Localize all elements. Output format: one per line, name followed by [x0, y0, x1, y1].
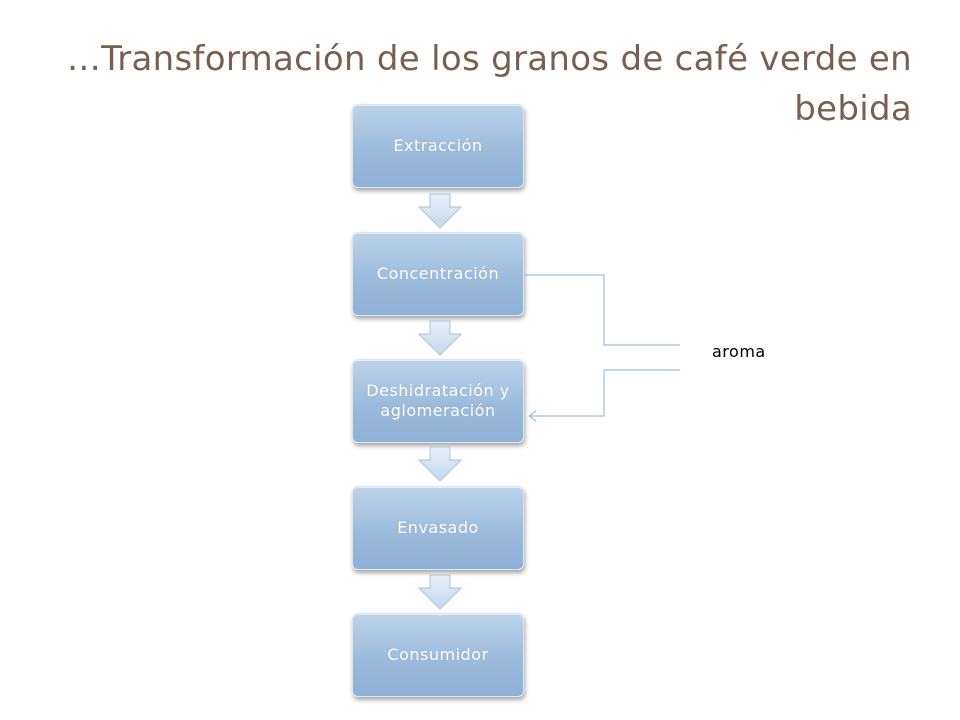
- step-deshidratacion: Deshidratación y aglomeración: [352, 359, 524, 443]
- aroma-return-line: [530, 369, 680, 417]
- down-arrow-icon: [418, 446, 462, 482]
- down-arrow-icon: [418, 320, 462, 356]
- arrowhead-left-icon: [527, 410, 537, 422]
- step-label: Consumidor: [387, 645, 489, 664]
- aroma-label: aroma: [712, 342, 766, 361]
- step-extraccion: Extracción: [352, 104, 524, 188]
- title-ellipsis: …: [66, 39, 102, 79]
- aroma-out-line: [524, 274, 680, 346]
- step-label: Envasado: [397, 518, 479, 537]
- down-arrow-icon: [418, 193, 462, 229]
- step-concentracion: Concentración: [352, 232, 524, 316]
- step-label: Extracción: [393, 136, 483, 155]
- step-envasado: Envasado: [352, 486, 524, 570]
- step-label: Deshidratación y aglomeración: [366, 381, 510, 420]
- step-label: Concentración: [376, 264, 500, 283]
- step-consumidor: Consumidor: [352, 613, 524, 697]
- page-title: …Transformación de los granos de café ve…: [60, 34, 912, 134]
- down-arrow-icon: [418, 574, 462, 610]
- title-text: Transformación de los granos de café ver…: [101, 39, 912, 129]
